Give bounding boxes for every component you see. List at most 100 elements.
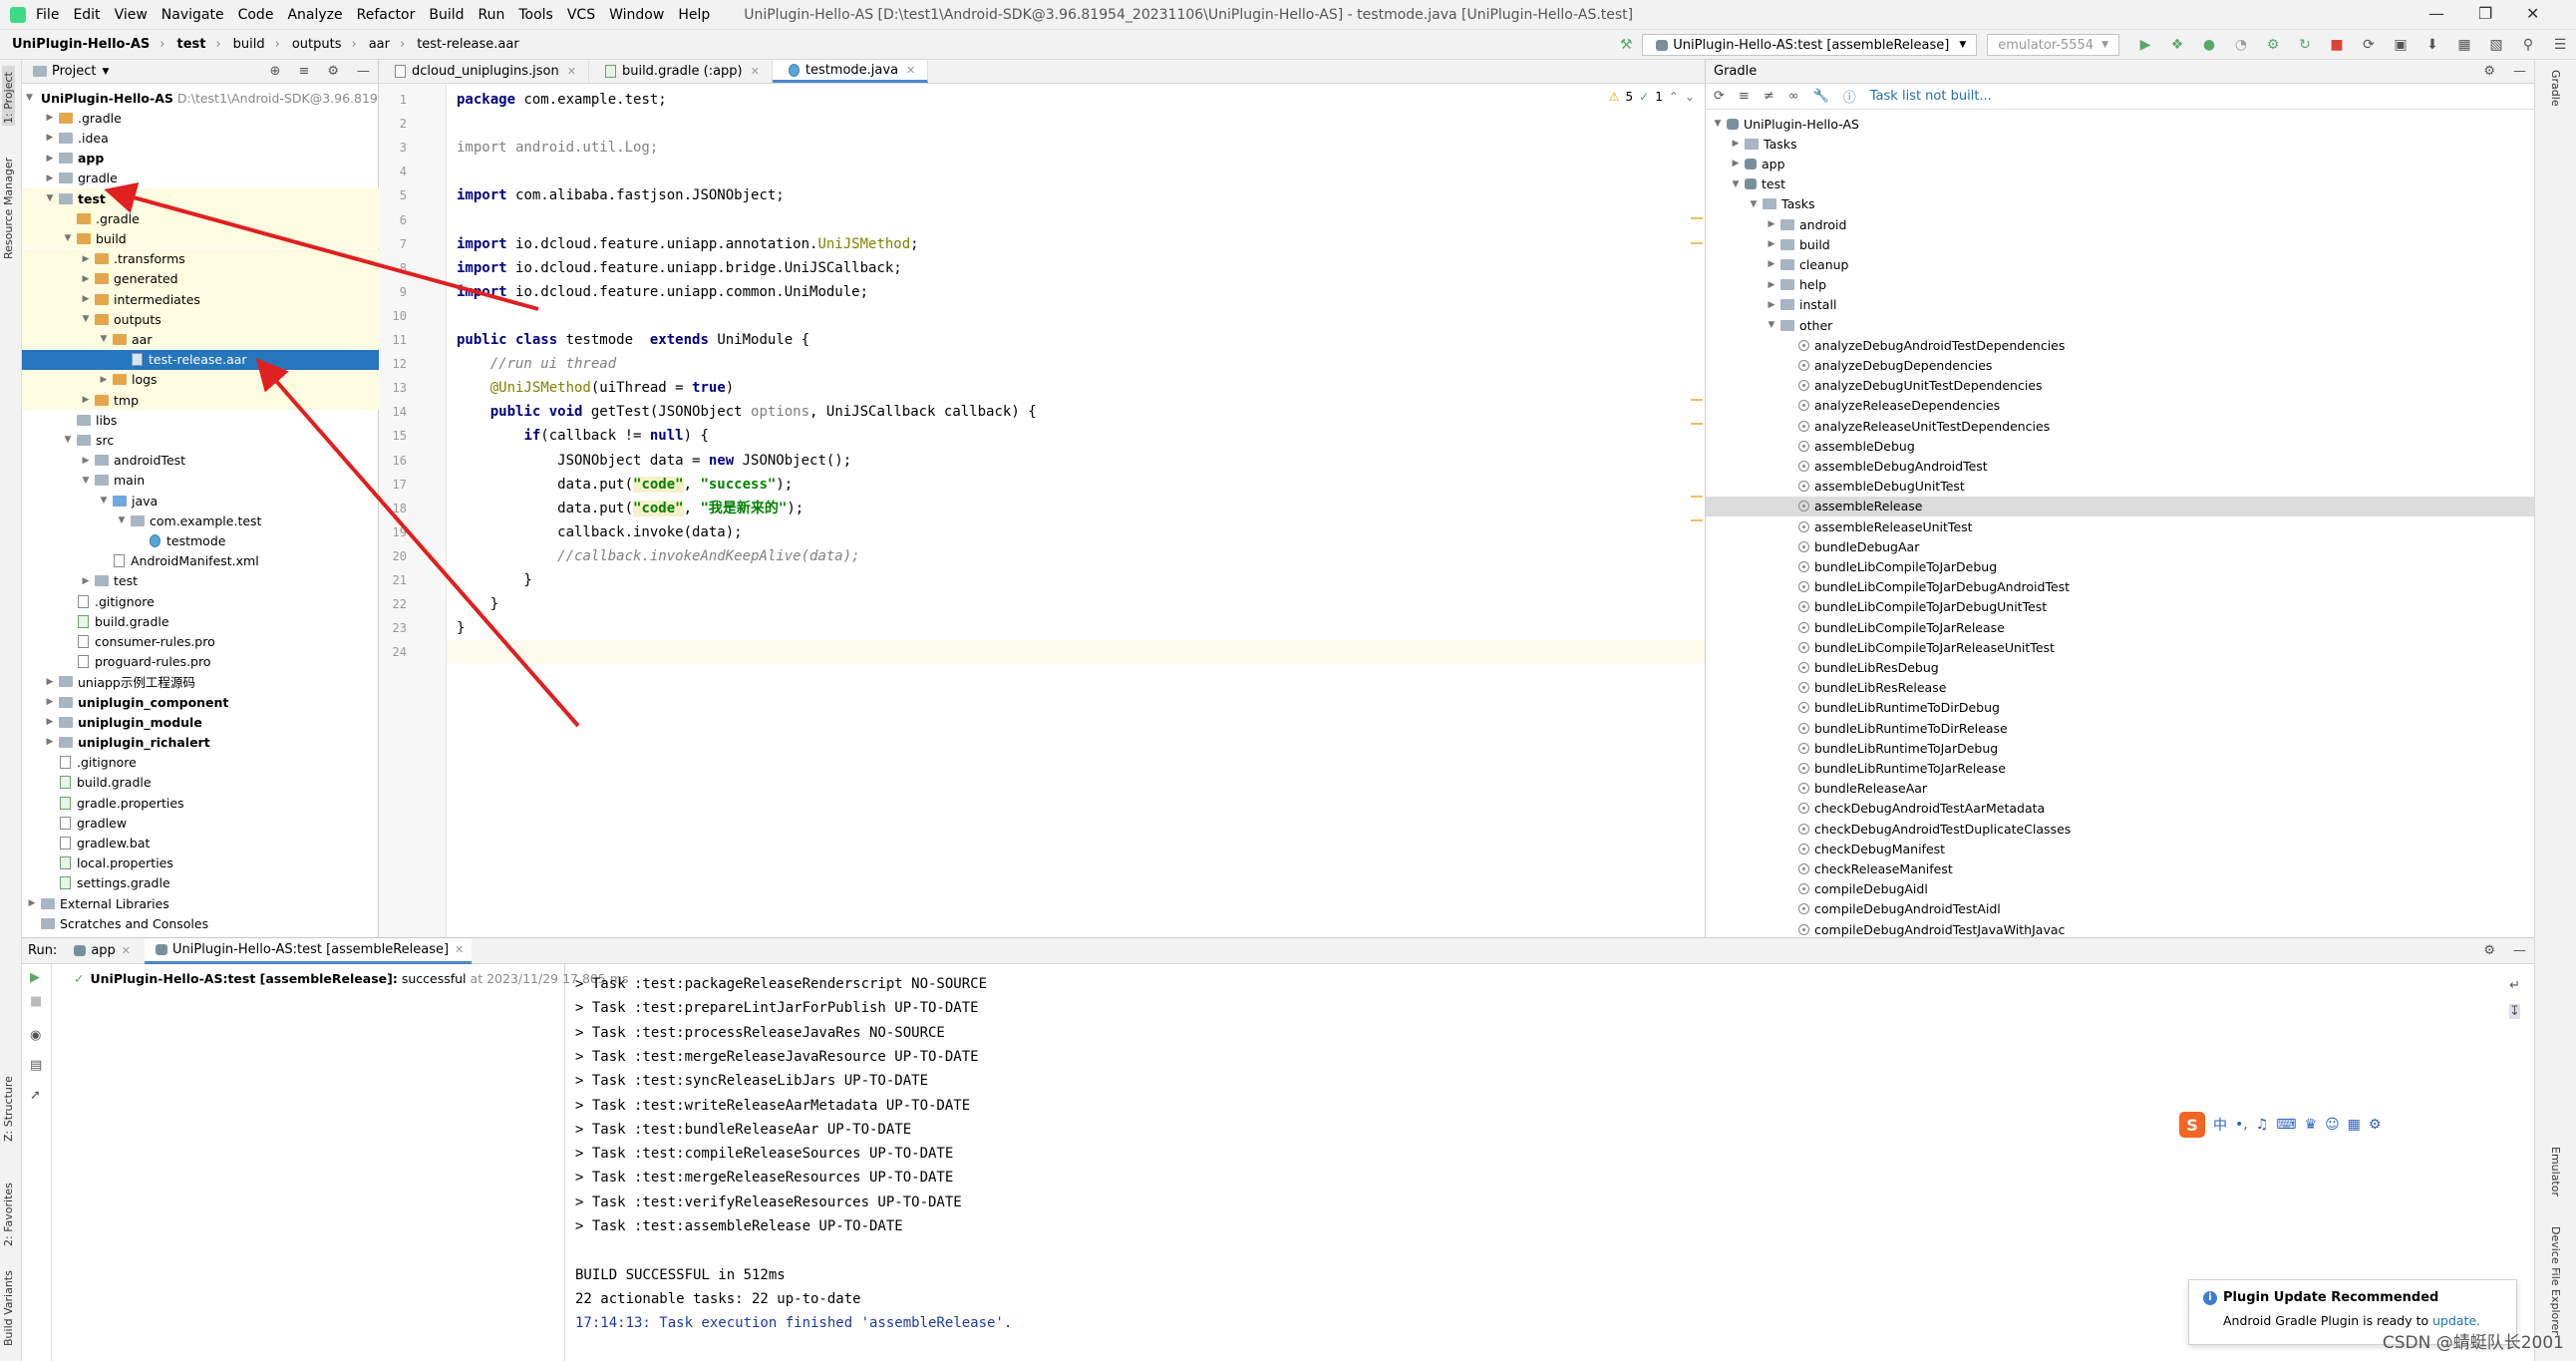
chevron-down-icon[interactable]: ▼ (100, 334, 108, 345)
gradle-tree-item[interactable]: checkDebugManifest (1706, 839, 2535, 858)
tab-device-file-explorer[interactable]: Device File Explorer (2549, 1226, 2562, 1335)
code-line[interactable]: } (447, 592, 1705, 616)
search-icon[interactable]: ⚲ (2522, 37, 2534, 53)
menu-refactor[interactable]: Refactor (356, 6, 416, 23)
refresh-icon[interactable]: ⟳ (1714, 89, 1725, 104)
chevron-down-icon[interactable]: ▼ (64, 233, 72, 244)
project-tree-item[interactable]: ▶logs (22, 369, 379, 390)
gradle-tree-item[interactable]: bundleLibCompileToJarDebugAndroidTest (1706, 577, 2535, 597)
project-tree-item[interactable]: ▶tmp (22, 390, 379, 410)
editor-tab[interactable]: testmode.java✕ (772, 60, 929, 83)
code-line[interactable]: package com.example.test; (447, 88, 1705, 112)
minimize-icon[interactable]: — (2428, 4, 2444, 23)
project-tree-item[interactable]: ▶uniplugin_component (22, 692, 379, 712)
menu-tools[interactable]: Tools (518, 6, 553, 23)
collapse-all-icon[interactable]: ≠ (1763, 89, 1774, 104)
gradle-tree-item[interactable]: bundleLibCompileToJarReleaseUnitTest (1706, 637, 2535, 657)
chevron-down-icon[interactable]: ⌄ (1684, 90, 1695, 104)
tab-resource-manager[interactable]: Resource Manager (2, 157, 15, 259)
run-tab[interactable]: UniPlugin-Hello-AS:test [assembleRelease… (145, 937, 473, 964)
chevron-down-icon[interactable]: ▼ (64, 435, 72, 446)
chevron-right-icon[interactable]: ▶ (1732, 159, 1740, 170)
code-area[interactable]: package com.example.test;import android.… (447, 84, 1705, 937)
editor-tab[interactable]: build.gradle (:app)✕ (589, 60, 773, 83)
project-panel-title[interactable]: Project (52, 64, 97, 79)
gradle-tree-item[interactable]: analyzeDebugDependencies (1706, 355, 2535, 375)
project-tree-item[interactable]: consumer-rules.pro (22, 631, 379, 651)
project-tree-item[interactable]: AndroidManifest.xml (22, 551, 379, 571)
chevron-right-icon[interactable]: ▶ (1732, 139, 1740, 150)
link-icon[interactable]: ∞ (1787, 89, 1799, 104)
gradle-tree-item[interactable]: assembleDebug (1706, 436, 2535, 456)
code-line[interactable]: if(callback != null) { (447, 424, 1705, 448)
gradle-tree-item[interactable]: ▶android (1706, 214, 2535, 234)
code-line[interactable]: } (447, 616, 1705, 640)
chevron-right-icon[interactable]: ▶ (46, 113, 54, 124)
run-tree-item[interactable]: ✓ UniPlugin-Hello-AS:test [assembleRelea… (52, 968, 629, 988)
menu-view[interactable]: View (114, 6, 148, 23)
chevron-down-icon[interactable]: ▼ (1768, 320, 1775, 330)
gradle-tree-item[interactable]: ▼test (1706, 174, 2535, 194)
code-line[interactable]: public void getTest(JSONObject options, … (447, 400, 1705, 424)
code-line[interactable]: //run ui thread (447, 352, 1705, 376)
gradle-tree-item[interactable]: bundleLibResRelease (1706, 678, 2535, 698)
menu-code[interactable]: Code (237, 6, 274, 23)
breadcrumb-item[interactable]: outputs (291, 37, 342, 52)
gradle-tree-item[interactable]: ▼other (1706, 315, 2535, 335)
chevron-down-icon[interactable]: ▼ (1714, 119, 1722, 129)
apps-icon[interactable]: ▦ (2347, 1117, 2361, 1133)
project-tree-item[interactable]: proguard-rules.pro (22, 652, 379, 672)
gradle-tree-item[interactable]: assembleRelease (1706, 496, 2535, 516)
code-line[interactable] (447, 304, 1705, 328)
rerun-icon[interactable]: ▶ (30, 970, 40, 985)
pin-icon[interactable]: ➚ (30, 1088, 41, 1103)
gear-icon[interactable]: ⚙ (327, 64, 339, 79)
restore-icon[interactable]: ❐ (2478, 4, 2493, 23)
code-line[interactable]: } (447, 568, 1705, 592)
chevron-down-icon[interactable]: ▼ (26, 93, 33, 103)
project-tree-item[interactable]: ▶app (22, 149, 379, 169)
code-line[interactable]: callback.invoke(data); (447, 520, 1705, 544)
chevron-right-icon[interactable]: ▶ (46, 717, 54, 728)
microphone-icon[interactable]: ♫ (2255, 1117, 2269, 1133)
scroll-marker[interactable] (1691, 423, 1703, 425)
project-tree-item[interactable]: ▶gradle (22, 169, 379, 188)
gradle-tree-item[interactable]: bundleReleaseAar (1706, 779, 2535, 799)
project-tree-item[interactable]: ▶uniapp示例工程源码 (22, 672, 379, 692)
profile-icon[interactable]: ◔ (2234, 37, 2248, 53)
gradle-tree-item[interactable]: compileDebugAndroidTestAidl (1706, 899, 2535, 919)
code-line[interactable]: data.put("code", "success"); (447, 473, 1705, 497)
tab-structure[interactable]: Z: Structure (2, 1076, 15, 1142)
sogou-logo-icon[interactable]: S (2179, 1112, 2205, 1138)
tab-emulator[interactable]: Emulator (2549, 1147, 2562, 1196)
code-line[interactable]: import io.dcloud.feature.uniapp.common.U… (447, 280, 1705, 304)
gradle-tree-item[interactable]: assembleDebugUnitTest (1706, 477, 2535, 497)
gradle-tree-item[interactable]: ▶install (1706, 295, 2535, 315)
project-tree-item[interactable]: .gitignore (22, 753, 379, 773)
project-tree-item[interactable]: ▼build (22, 228, 379, 249)
breadcrumb-item[interactable]: build (232, 37, 265, 52)
hide-icon[interactable]: — (2513, 943, 2526, 958)
code-line[interactable]: @UniJSMethod(uiThread = true) (447, 376, 1705, 400)
code-line[interactable]: JSONObject data = new JSONObject(); (447, 449, 1705, 473)
chevron-right-icon[interactable]: ▶ (82, 294, 90, 304)
punctuation-icon[interactable]: •, (2235, 1117, 2248, 1133)
close-icon[interactable]: ✕ (566, 65, 576, 78)
tab-gradle[interactable]: Gradle (2549, 70, 2562, 107)
run-config-select[interactable]: UniPlugin-Hello-AS:test [assembleRelease… (1642, 34, 1978, 56)
breadcrumb-item[interactable]: test (176, 37, 206, 52)
project-tree-item[interactable]: gradlew (22, 813, 379, 833)
gradle-tree-item[interactable]: ▶app (1706, 154, 2535, 173)
sync-icon[interactable]: ⟳ (2363, 37, 2375, 53)
hammer-icon[interactable]: ⚒ (1620, 37, 1633, 53)
chevron-down-icon[interactable]: ▼ (118, 515, 126, 526)
project-tree-item[interactable]: ▼aar (22, 329, 379, 350)
run-icon[interactable]: ▶ (2139, 37, 2151, 53)
settings-icon[interactable]: ☰ (2553, 37, 2567, 53)
breadcrumb-item[interactable]: UniPlugin-Hello-AS (12, 37, 151, 52)
gradle-tree-item[interactable]: compileDebugAndroidTestJavaWithJavac (1706, 919, 2535, 939)
code-line[interactable]: import io.dcloud.feature.uniapp.annotati… (447, 232, 1705, 256)
chevron-down-icon[interactable]: ▼ (1732, 178, 1740, 189)
gradle-tree-item[interactable]: assembleReleaseUnitTest (1706, 516, 2535, 536)
